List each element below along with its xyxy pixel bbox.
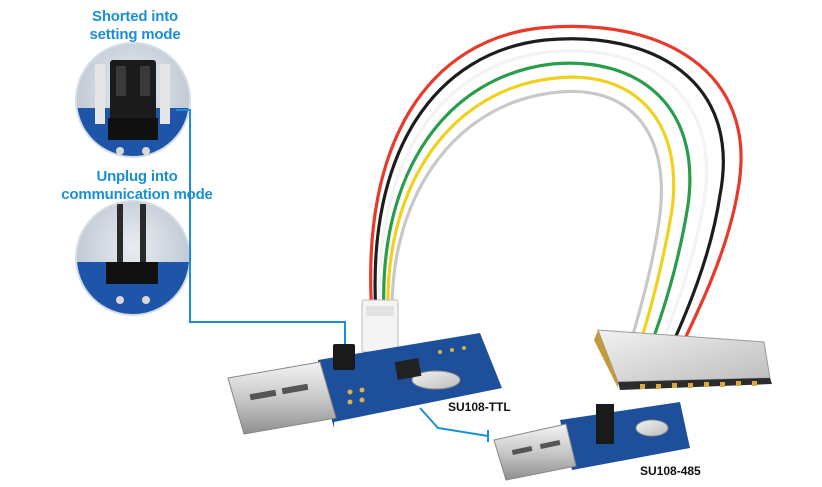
jumper-shorted-closeup (75, 42, 191, 158)
unplug-line-2: communication mode (61, 186, 213, 203)
su108-485-board (493, 402, 690, 481)
su108-ttl-board (227, 333, 502, 435)
radio-module (594, 329, 772, 390)
jumper-unplugged-closeup (75, 200, 191, 316)
wire-harness (369, 24, 743, 387)
callout-line-485 (419, 407, 489, 437)
callout-line (176, 109, 346, 345)
shorted-label: Shorted into setting mode (70, 8, 200, 44)
unplug-label: Unplug into communication mode (52, 168, 222, 204)
rs485-board-label: SU108-485 (640, 464, 701, 478)
shorted-line-2: setting mode (89, 26, 181, 43)
ttl-board-label: SU108-TTL (448, 400, 511, 414)
unplug-line-1: Unplug into (96, 168, 178, 185)
shorted-line-1: Shorted into (92, 8, 178, 25)
